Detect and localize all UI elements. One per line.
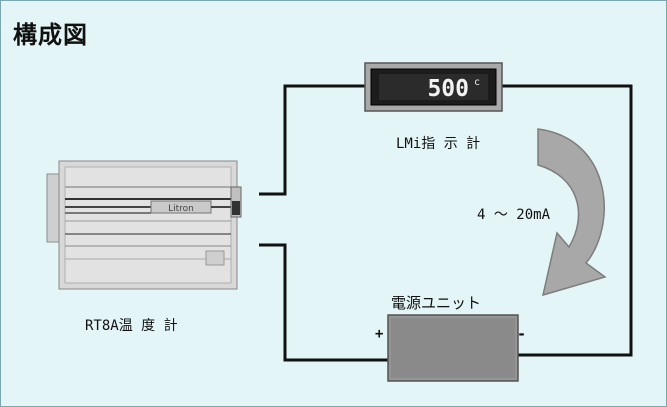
wiring	[259, 84, 633, 362]
power-unit	[387, 314, 519, 382]
signal-arrow-icon	[537, 128, 607, 297]
lmi-indicator: 500 c	[364, 62, 503, 112]
diagram-title: 構成図	[13, 21, 88, 49]
wire-top	[259, 84, 365, 196]
minus-terminal-label: -	[517, 325, 527, 343]
signal-label: 4 ～ 20mA	[477, 207, 551, 223]
rt8a-brand-text: Litron	[168, 204, 194, 214]
power-unit-label: 電源ユニット	[391, 294, 482, 312]
wire-indicator-to-right	[502, 84, 633, 357]
indicator-label: LMi指 示 計	[396, 136, 481, 152]
plus-terminal-label: +	[375, 326, 384, 342]
rt8a-thermometer: Litron	[46, 160, 242, 290]
indicator-display-unit: c	[474, 77, 480, 88]
wire-bottom	[259, 243, 388, 362]
indicator-display-value: 500	[427, 76, 469, 102]
thermometer-label: RT8A温 度 計	[85, 318, 178, 334]
